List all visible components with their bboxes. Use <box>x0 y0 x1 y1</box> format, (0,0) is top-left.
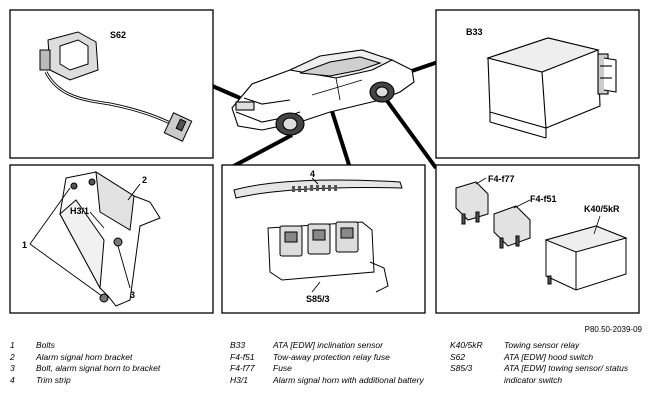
label-k40-5kr: K40/5kR <box>584 204 620 214</box>
label-f4-f51: F4-f51 <box>530 194 557 204</box>
label-f4-f77: F4-f77 <box>488 174 515 184</box>
component-location-diagram: S62 B33 4 2 H3/1 1 3 S85/3 F4-f77 F4-f51… <box>9 9 640 314</box>
hood-switch-drawing <box>39 31 193 142</box>
figure-reference: P80.50-2039-09 <box>584 325 642 334</box>
relay-fuses-drawing <box>455 177 628 291</box>
label-s85-3: S85/3 <box>306 294 330 304</box>
label-3: 3 <box>130 290 135 300</box>
label-b33: B33 <box>466 27 483 37</box>
inclination-sensor-drawing <box>486 37 617 139</box>
label-s62: S62 <box>110 30 126 40</box>
callout-labels: S62 B33 4 2 H3/1 1 3 S85/3 F4-f77 F4-f51… <box>22 27 620 304</box>
label-4: 4 <box>310 169 315 179</box>
status-switch-drawing <box>233 177 403 293</box>
label-h3-1: H3/1 <box>70 206 89 216</box>
car-illustration <box>231 49 415 136</box>
panel-frames <box>9 9 640 314</box>
label-1: 1 <box>22 240 27 250</box>
label-2: 2 <box>142 175 147 185</box>
alarm-horn-drawing <box>29 171 161 307</box>
